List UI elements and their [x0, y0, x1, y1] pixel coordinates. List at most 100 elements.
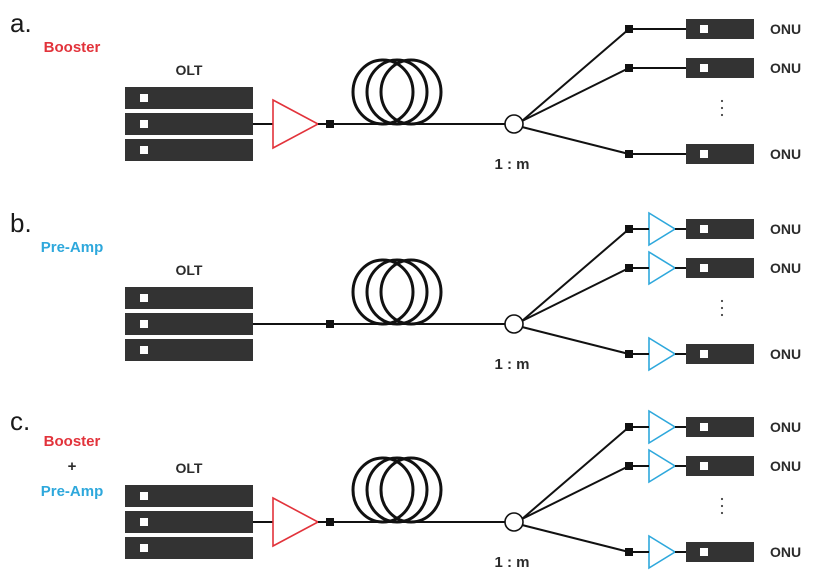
fiber-loop	[351, 58, 415, 126]
olt-unit	[125, 139, 253, 161]
onu-port-led	[700, 350, 708, 358]
split-ratio-label: 1 : m	[494, 156, 529, 173]
splitter-node-icon	[504, 114, 524, 134]
olt-label: OLT	[176, 262, 203, 278]
onu-label: ONU	[770, 60, 801, 76]
ellipsis-dot	[720, 299, 724, 303]
branch-connector	[625, 350, 633, 358]
amplifier-triangle-icon-booster	[272, 496, 320, 548]
onu-unit-icon	[686, 258, 754, 278]
booster-tag: Booster	[44, 39, 101, 56]
splitter-node-icon	[504, 314, 524, 334]
panel-letter: c.	[10, 406, 30, 436]
fiber-spool-icon	[351, 58, 443, 126]
branch-fiber-line	[521, 326, 630, 355]
olt-port-led	[140, 146, 148, 154]
fiber-loop	[365, 456, 429, 524]
onu-unit-icon	[686, 144, 754, 164]
vertical-ellipsis	[720, 99, 724, 117]
onu-port-led	[700, 25, 708, 33]
fiber-loop	[365, 258, 429, 326]
onu-body	[686, 58, 754, 78]
ellipsis-dot	[720, 106, 724, 110]
amplifier-triangle-icon-preamp	[648, 409, 677, 445]
olt-unit	[125, 339, 253, 361]
olt-port-led	[140, 518, 148, 526]
olt-port-led	[140, 346, 148, 354]
onu-port-led	[700, 64, 708, 72]
fiber-loop	[351, 456, 415, 524]
ellipsis-dot	[720, 504, 724, 508]
onu-body	[686, 144, 754, 164]
olt-port-led	[140, 320, 148, 328]
fiber-connector	[326, 120, 334, 128]
onu-body	[686, 19, 754, 39]
branch-fiber-line	[521, 426, 630, 520]
olt-unit	[125, 485, 253, 507]
onu-label: ONU	[770, 146, 801, 162]
fiber-loop	[379, 456, 443, 524]
olt-label: OLT	[176, 62, 203, 78]
onu-label: ONU	[770, 260, 801, 276]
ellipsis-dot	[720, 99, 724, 103]
olt-unit	[125, 113, 253, 135]
onu-port-led	[700, 548, 708, 556]
panel-letter: b.	[10, 208, 32, 238]
olt-port-led	[140, 294, 148, 302]
panel-letter: a.	[10, 8, 32, 38]
olt-unit	[125, 537, 253, 559]
onu-label: ONU	[770, 21, 801, 37]
onu-body	[686, 456, 754, 476]
branch-fiber-line	[521, 267, 630, 322]
onu-unit-icon	[686, 219, 754, 239]
ellipsis-dot	[720, 313, 724, 317]
onu-body	[686, 542, 754, 562]
amplifier-triangle-icon-preamp	[648, 336, 677, 372]
onu-label: ONU	[770, 544, 801, 560]
branch-connector	[625, 264, 633, 272]
ellipsis-dot	[720, 511, 724, 515]
onu-body	[686, 258, 754, 278]
fiber-spool-icon	[351, 456, 443, 524]
onu-port-led	[700, 264, 708, 272]
split-ratio-label: 1 : m	[494, 356, 529, 373]
fiber-loop	[365, 58, 429, 126]
onu-port-led	[700, 150, 708, 158]
onu-unit-icon	[686, 417, 754, 437]
onu-body	[686, 344, 754, 364]
branch-fiber-line	[521, 126, 630, 155]
branch-connector	[625, 548, 633, 556]
onu-body	[686, 417, 754, 437]
branch-fiber-line	[521, 67, 630, 122]
onu-unit-icon	[686, 542, 754, 562]
booster-tag: Booster	[44, 433, 101, 450]
split-ratio-label: 1 : m	[494, 554, 529, 571]
ellipsis-dot	[720, 306, 724, 310]
olt-rack-icon	[125, 287, 253, 361]
onu-label: ONU	[770, 346, 801, 362]
splitter-node-icon	[504, 512, 524, 532]
olt-rack-icon	[125, 87, 253, 161]
amplifier-triangle-icon-preamp	[648, 448, 677, 484]
branch-fiber-line	[521, 465, 630, 520]
fiber-loop	[351, 258, 415, 326]
fiber-loop	[379, 258, 443, 326]
olt-unit	[125, 287, 253, 309]
olt-label: OLT	[176, 460, 203, 476]
fiber-spool-icon	[351, 258, 443, 326]
branch-fiber-line	[521, 228, 630, 322]
onu-unit-icon	[686, 58, 754, 78]
ellipsis-dot	[720, 497, 724, 501]
amplifier-triangle-icon-booster	[272, 98, 320, 150]
olt-port-led	[140, 94, 148, 102]
onu-label: ONU	[770, 458, 801, 474]
onu-label: ONU	[770, 419, 801, 435]
onu-port-led	[700, 423, 708, 431]
preamp-tag: Pre-Amp	[41, 483, 104, 500]
branch-connector	[625, 225, 633, 233]
branch-connector	[625, 462, 633, 470]
olt-port-led	[140, 120, 148, 128]
onu-unit-icon	[686, 344, 754, 364]
fiber-connector	[326, 518, 334, 526]
